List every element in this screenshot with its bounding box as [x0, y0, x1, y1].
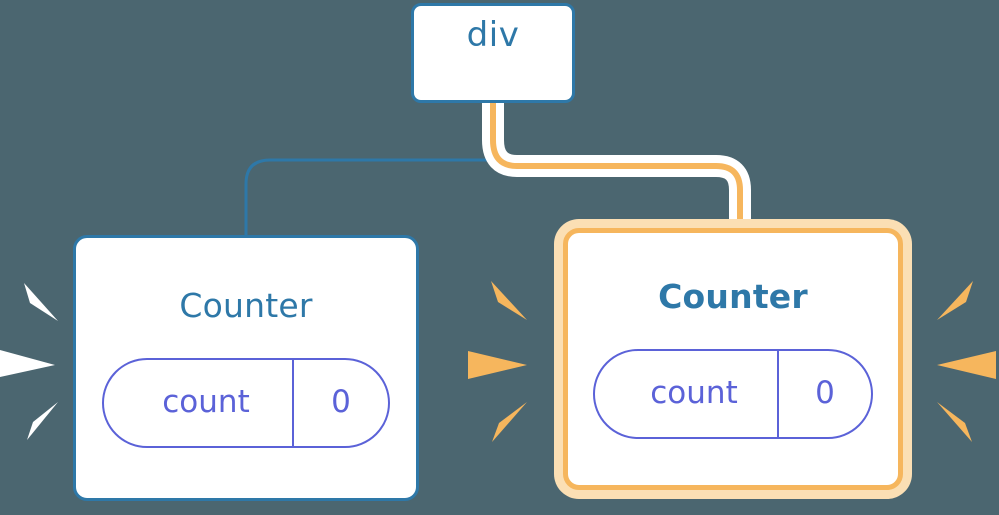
node-counter-left-title: Counter — [179, 285, 313, 325]
node-counter-right[interactable]: Counter count 0 — [563, 228, 903, 490]
spark-burst-counter-left — [0, 283, 58, 440]
state-value-label: 0 — [777, 350, 871, 437]
state-pill-counter-left: count 0 — [102, 357, 390, 448]
state-key-label: count — [650, 375, 738, 411]
state-value-label: 0 — [292, 359, 388, 446]
spark-icon — [27, 402, 58, 440]
spark-icon — [24, 283, 58, 321]
edge-div-to-counter-right — [490, 103, 743, 232]
spark-icon — [492, 402, 527, 442]
spark-icon — [937, 402, 972, 442]
node-counter-left[interactable]: Counter count 0 — [73, 235, 419, 501]
node-counter-right-title: Counter — [658, 276, 808, 316]
spark-icon — [937, 281, 973, 320]
edge-div-to-counter-right-halo — [482, 103, 751, 232]
node-div-label: div — [466, 15, 520, 55]
spark-burst-counter-right-left — [468, 281, 527, 442]
spark-icon — [0, 350, 55, 377]
spark-burst-counter-right-right — [937, 281, 996, 442]
spark-icon — [937, 351, 996, 379]
node-div[interactable]: div — [411, 3, 575, 103]
state-key-label: count — [162, 384, 250, 420]
spark-icon — [491, 281, 527, 320]
edge-div-to-counter-left — [244, 101, 495, 237]
state-pill-counter-right: count 0 — [593, 348, 873, 439]
spark-icon — [468, 351, 527, 379]
